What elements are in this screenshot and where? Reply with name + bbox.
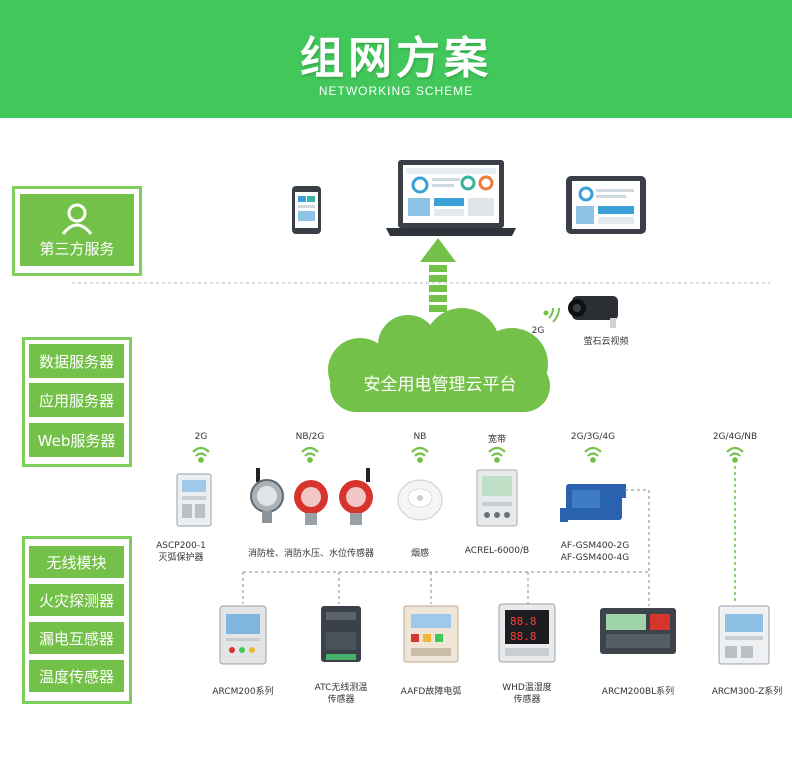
whd-label: WHD温湿度 传感器 xyxy=(502,683,552,705)
whd-device-icon: 88.8 88.8 xyxy=(498,603,556,663)
arcm300z-label: ARCM300-Z系列 xyxy=(711,687,783,697)
water-pressure-sensor-icon xyxy=(294,480,328,525)
arcm300z-device-icon xyxy=(718,605,770,665)
leakage-transformer[interactable]: 漏电互感器 xyxy=(29,622,124,654)
acrel6000-device-icon xyxy=(476,469,518,527)
aafd-label: AAFD故障电弧 xyxy=(400,687,462,697)
wifi-icon-234g xyxy=(584,446,602,463)
arcm200bl-label: ARCM200BL系列 xyxy=(601,687,675,697)
tablet-icon xyxy=(566,176,646,234)
acrel6000-label: ACREL-6000/B xyxy=(464,546,530,556)
smoke-detector-icon xyxy=(397,479,443,521)
ascp200-device-icon xyxy=(176,473,212,527)
arcm200-label: ARCM200系列 xyxy=(212,687,274,697)
af-gsm400-device-icon xyxy=(560,484,626,522)
page-title: 组网方案 xyxy=(300,33,492,84)
camera-net-label: 2G xyxy=(531,326,545,336)
laptop-icon xyxy=(386,160,516,236)
arcm200-device-icon xyxy=(219,605,267,665)
atc-sensor-label: ATC无线测温 传感器 xyxy=(314,683,368,705)
arcm200bl-device-icon xyxy=(600,608,676,654)
camera-label: 萤石云视频 xyxy=(583,337,629,347)
wifi-icon-nb xyxy=(411,446,429,463)
water-level-sensor-icon xyxy=(339,468,373,525)
wireless-module[interactable]: 无线模块 xyxy=(29,546,124,578)
header-banner: 组网方案 NETWORKING SCHEME xyxy=(0,0,792,118)
atc-sensor-device-icon xyxy=(321,606,361,662)
fire-detector[interactable]: 火灾探测器 xyxy=(29,584,124,616)
cloud-platform-label[interactable]: 安全用电管理云平台 xyxy=(363,375,517,395)
wifi-icon-24gnb xyxy=(726,446,744,463)
web-server[interactable]: Web服务器 xyxy=(29,423,124,457)
smoke-detector-label: 烟感 xyxy=(410,549,429,559)
aafd-device-icon xyxy=(403,605,459,663)
data-server[interactable]: 数据服务器 xyxy=(29,344,124,378)
pressure-sensor-icon xyxy=(250,468,284,523)
net-label-24gnb: 2G/4G/NB xyxy=(712,432,758,442)
svg-text:88.8: 88.8 xyxy=(510,615,537,628)
temperature-sensor[interactable]: 温度传感器 xyxy=(29,660,124,692)
wifi-icon-2g xyxy=(192,446,210,463)
phone-icon xyxy=(292,186,321,234)
camera-wifi-icon xyxy=(543,307,560,323)
net-label-234g: 2G/3G/4G xyxy=(570,432,616,442)
net-label-2g: 2G xyxy=(194,432,208,442)
app-server[interactable]: 应用服务器 xyxy=(29,383,124,417)
wifi-icon-broadband xyxy=(488,446,506,463)
user-icon xyxy=(61,203,93,235)
net-label-nb2g: NB/2G xyxy=(295,432,325,442)
third-party-service[interactable]: 第三方服务 xyxy=(20,194,134,266)
svg-text:88.8: 88.8 xyxy=(510,630,537,643)
net-label-nb: NB xyxy=(413,432,427,442)
third-party-label: 第三方服务 xyxy=(39,239,115,258)
camera-icon xyxy=(568,296,618,328)
upload-arrow-icon xyxy=(420,238,456,312)
ascp200-label: ASCP200-1 灭弧保护器 xyxy=(156,541,206,563)
net-label-broadband: 宽带 xyxy=(487,435,506,445)
wifi-icon-nb2g xyxy=(301,446,319,463)
hydrant-sensors-label: 消防栓、消防水压、水位传感器 xyxy=(247,549,374,559)
cloud-platform-icon xyxy=(328,308,550,412)
af-gsm400-label: AF-GSM400-2G AF-GSM400-4G xyxy=(560,541,630,563)
page-subtitle: NETWORKING SCHEME xyxy=(318,84,474,98)
